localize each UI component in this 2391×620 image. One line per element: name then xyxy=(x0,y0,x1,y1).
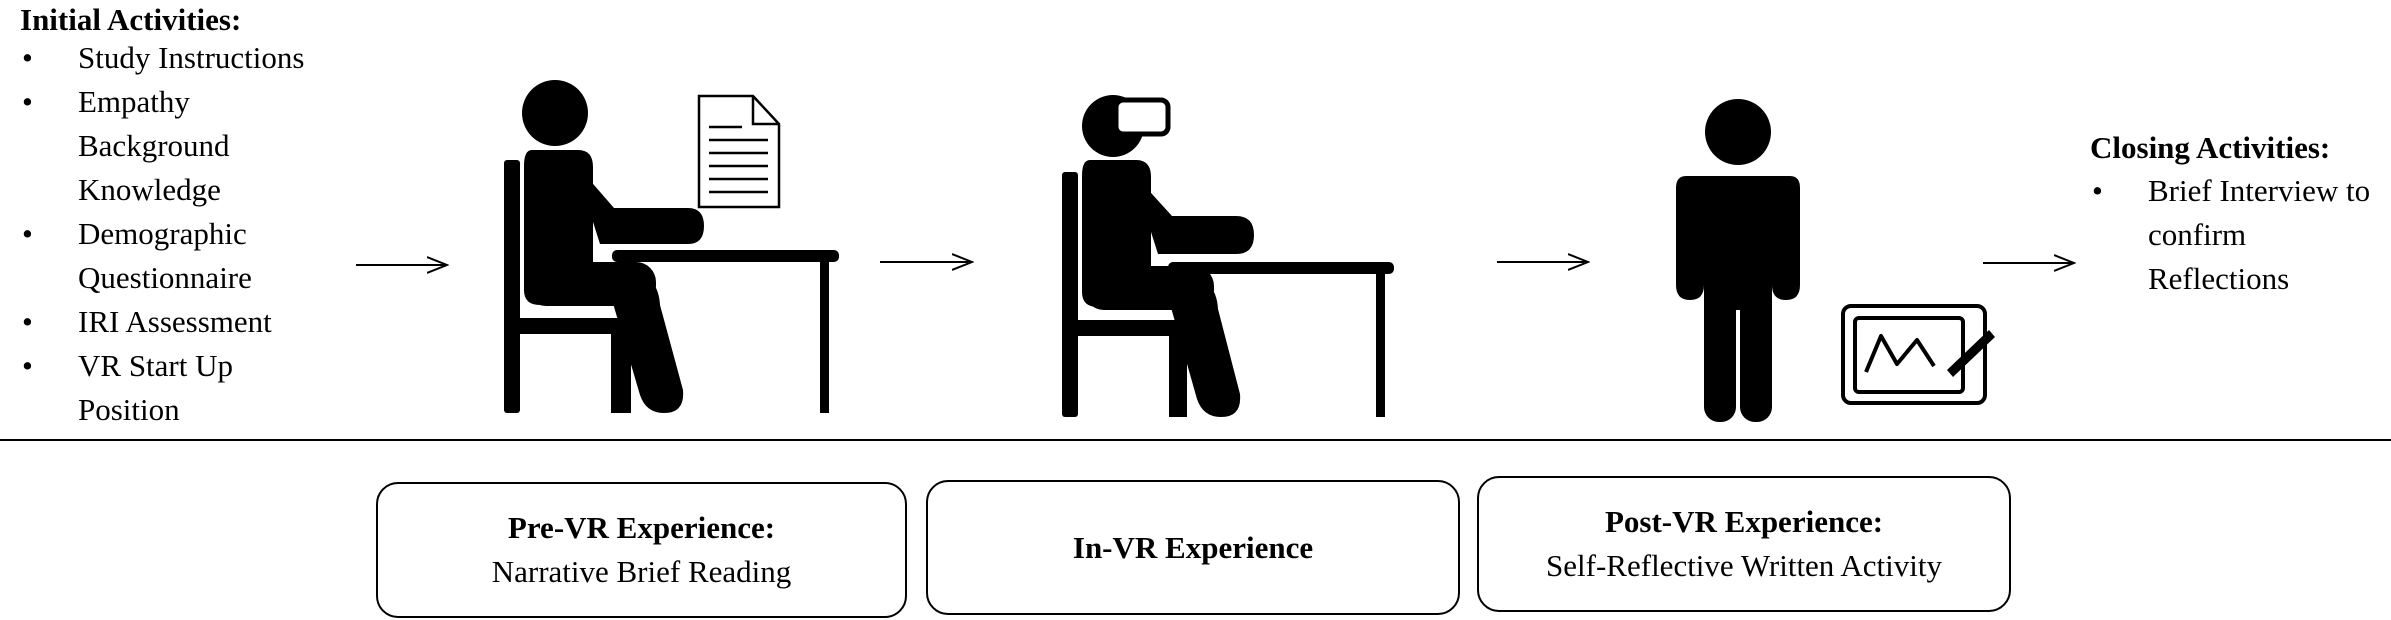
phase-title: In-VR Experience xyxy=(1072,529,1314,565)
document-icon xyxy=(697,94,781,209)
list-item: IRI Assessment xyxy=(20,300,350,344)
person-reading-at-desk-icon xyxy=(504,80,839,413)
initial-activities-heading: Initial Activities: xyxy=(20,2,242,37)
list-item: Study Instructions xyxy=(20,36,350,80)
list-item: VR Start Up Position xyxy=(20,344,298,432)
list-item: Demographic Questionnaire xyxy=(20,212,338,300)
phase-box-in-vr: In-VR Experience xyxy=(926,480,1460,615)
phase-subtitle: Narrative Brief Reading xyxy=(491,554,792,589)
divider xyxy=(0,439,2391,441)
phase-title: Pre-VR Experience: xyxy=(507,510,776,545)
standing-person-icon xyxy=(1676,99,1800,422)
person-vr-headset-at-desk-icon xyxy=(1062,95,1394,417)
closing-activities-heading: Closing Activities: xyxy=(2090,130,2331,165)
initial-activities-list: Study Instructions Empathy Background Kn… xyxy=(20,36,350,432)
phase-subtitle: Self-Reflective Written Activity xyxy=(1546,548,1942,583)
closing-activities-list: Brief Interview to confirm Reflections xyxy=(2090,169,2390,301)
phase-box-pre-vr: Pre-VR Experience: Narrative Brief Readi… xyxy=(376,482,907,618)
list-item: Empathy Background Knowledge xyxy=(20,80,278,212)
phase-box-post-vr: Post-VR Experience: Self-Reflective Writ… xyxy=(1477,476,2011,612)
phase-title: Post-VR Experience: xyxy=(1604,504,1884,539)
list-item: Brief Interview to confirm Reflections xyxy=(2090,169,2378,301)
writing-tablet-icon xyxy=(1841,304,1995,405)
